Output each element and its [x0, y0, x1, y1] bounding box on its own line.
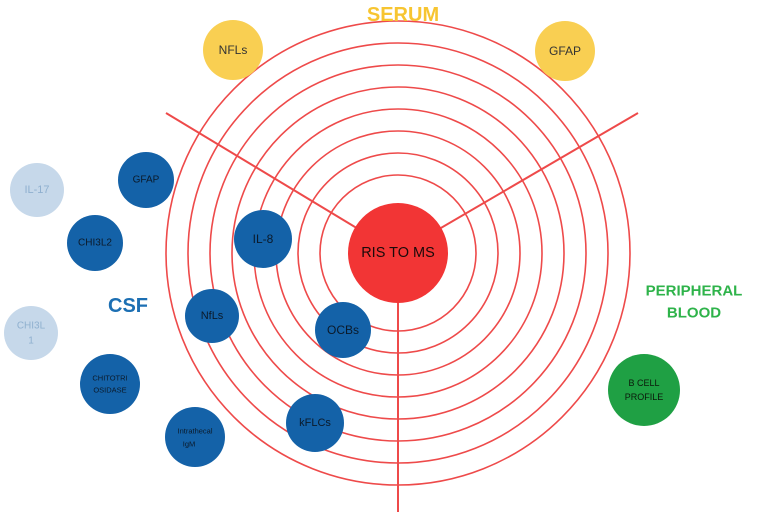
- node-csf-kflcs: kFLCs: [286, 394, 344, 452]
- node-circle: [203, 20, 263, 80]
- node-circle: [535, 21, 595, 81]
- node-circle: [234, 210, 292, 268]
- node-label-line1: B CELL: [628, 378, 659, 388]
- node-circle: [80, 354, 140, 414]
- section-title-blood: BLOOD: [667, 305, 721, 322]
- node-label-line1: CHITOTRI: [92, 374, 127, 383]
- node-csf-nfls: NfLs: [185, 289, 239, 343]
- node-b-cell-profile: B CELL PROFILE: [608, 354, 680, 426]
- node-serum-gfap: GFAP: [535, 21, 595, 81]
- node-csf-gfap: GFAP: [118, 152, 174, 208]
- node-label-line2: 1: [28, 336, 34, 347]
- node-label: OCBs: [327, 323, 359, 337]
- section-title-serum: SERUM: [367, 4, 439, 26]
- node-label-line2: IgM: [183, 440, 196, 449]
- node-label: NFLs: [219, 43, 248, 57]
- section-title-peripheral: PERIPHERAL: [646, 283, 743, 300]
- node-label: IL-8: [253, 232, 274, 246]
- center-node: RIS TO MS: [348, 203, 448, 303]
- node-csf-chi3l2: CHI3L2: [67, 215, 123, 271]
- node-circle: [185, 289, 239, 343]
- center-circle: [348, 203, 448, 303]
- node-label-line2: OSIDASE: [93, 386, 126, 395]
- node-csf-chitotriosidase: CHITOTRI OSIDASE: [80, 354, 140, 414]
- node-label: CHI3L2: [78, 238, 112, 249]
- node-circle: [4, 306, 58, 360]
- node-label: NfLs: [201, 310, 224, 322]
- node-label: kFLCs: [299, 417, 331, 429]
- node-label-line1: CHI3L: [17, 321, 46, 332]
- node-label: GFAP: [549, 44, 581, 58]
- node-label: GFAP: [133, 175, 160, 186]
- center-label: RIS TO MS: [361, 245, 435, 261]
- node-circle: [118, 152, 174, 208]
- node-label-line2: PROFILE: [625, 392, 664, 402]
- node-serum-nfls: NFLs: [203, 20, 263, 80]
- node-circle: [165, 407, 225, 467]
- node-circle: [315, 302, 371, 358]
- node-label: IL-17: [24, 184, 49, 196]
- node-csf-intrathecal-igm: Intrathecal IgM: [165, 407, 225, 467]
- node-circle: [286, 394, 344, 452]
- section-title-csf: CSF: [108, 295, 148, 317]
- node-circle: [608, 354, 680, 426]
- node-csf-chi3l1: CHI3L 1: [4, 306, 58, 360]
- node-label-line1: Intrathecal: [177, 427, 212, 436]
- node-csf-ocbs: OCBs: [315, 302, 371, 358]
- node-csf-il17: IL-17: [10, 163, 64, 217]
- node-circle: [10, 163, 64, 217]
- node-csf-il8: IL-8: [234, 210, 292, 268]
- node-circle: [67, 215, 123, 271]
